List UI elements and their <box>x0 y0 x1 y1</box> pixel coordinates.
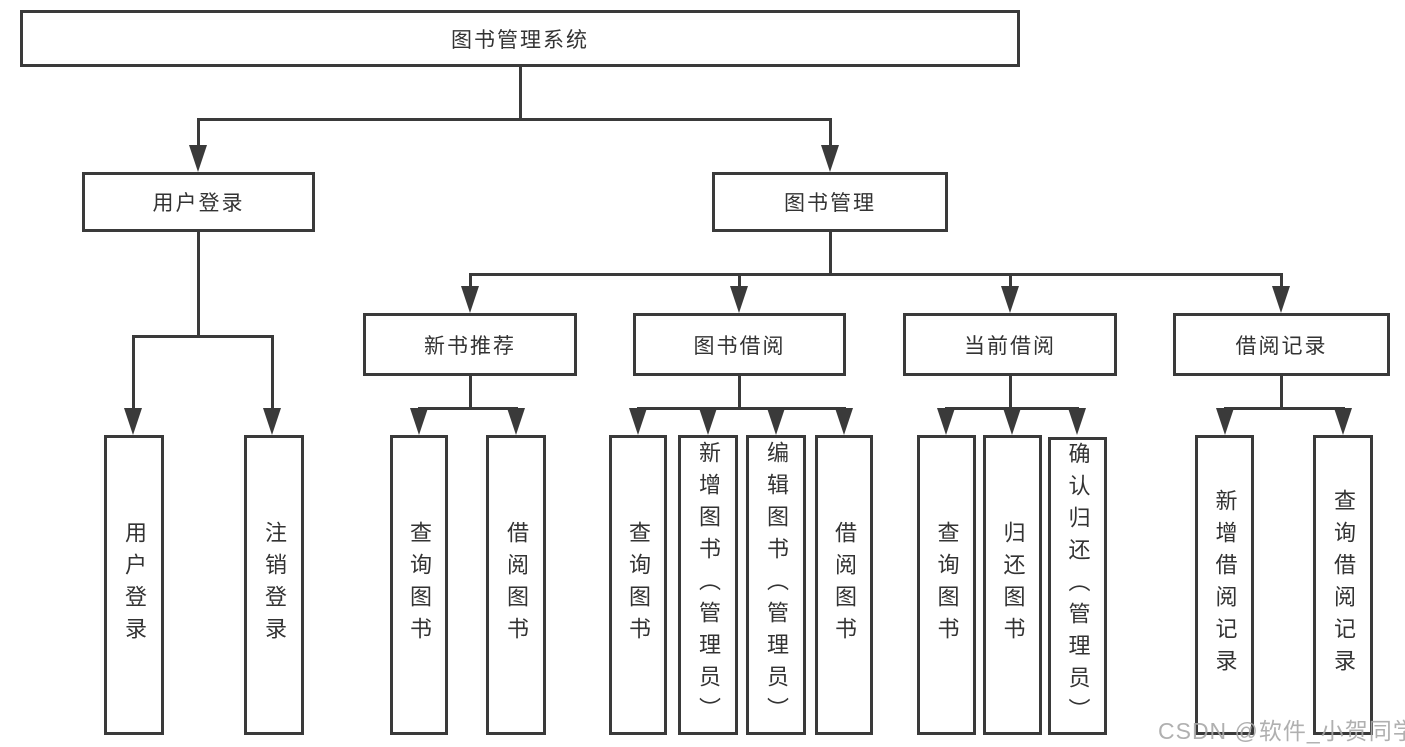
leaf-borrow-books-label: 借阅图书 <box>832 521 857 649</box>
arrow-to-borrow-records <box>1272 286 1290 313</box>
leaf-borrow-books-recommend-label: 借阅图书 <box>504 521 529 649</box>
leaf-edit-book-admin-label: 编辑图书（管理员） <box>764 441 789 729</box>
node-book-borrow: 图书借阅 <box>633 313 846 376</box>
node-root: 图书管理系统 <box>20 10 1020 67</box>
arrow-to-new-book <box>461 286 479 313</box>
node-current-borrow: 当前借阅 <box>903 313 1117 376</box>
leaf-query-books-current: 查询图书 <box>917 435 976 735</box>
arrow-to-br-leaf2 <box>1334 408 1352 435</box>
arrow-to-br-leaf1 <box>1216 408 1234 435</box>
node-book-management-label: 图书管理 <box>784 192 876 215</box>
leaf-query-borrow-record: 查询借阅记录 <box>1313 435 1373 735</box>
arrow-to-current-borrow <box>1001 286 1019 313</box>
leaf-add-book-admin: 新增图书（管理员） <box>678 435 738 735</box>
node-new-book-recommend-label: 新书推荐 <box>424 334 516 358</box>
connector-book-management-branch <box>468 273 1283 276</box>
connector-root-branch <box>196 118 832 121</box>
connector-new-book-stem <box>468 376 472 410</box>
connector-borrow-records-branch <box>1223 407 1345 410</box>
connector-current-borrow-stem <box>1008 376 1012 410</box>
leaf-query-books-current-label: 查询图书 <box>934 521 960 649</box>
node-user-login: 用户登录 <box>82 172 315 232</box>
connector-drop-leaf-logout <box>270 335 274 408</box>
leaf-user-login: 用户登录 <box>104 435 164 735</box>
arrow-to-bb-leaf4 <box>835 408 853 435</box>
connector-book-borrow-stem <box>737 376 741 410</box>
node-new-book-recommend: 新书推荐 <box>363 313 577 376</box>
leaf-add-borrow-record: 新增借阅记录 <box>1195 435 1254 735</box>
arrow-to-nb-leaf2 <box>507 408 525 435</box>
node-borrow-records: 借阅记录 <box>1173 313 1390 376</box>
node-book-borrow-label: 图书借阅 <box>693 334 786 358</box>
node-user-login-label: 用户登录 <box>152 192 245 215</box>
leaf-query-books-recommend: 查询图书 <box>390 435 448 735</box>
leaf-logout-label: 注销登录 <box>262 521 287 649</box>
connector-new-book-branch <box>417 407 518 410</box>
arrow-to-bb-leaf1 <box>629 408 647 435</box>
leaf-confirm-return-admin: 确认归还（管理员） <box>1048 437 1107 735</box>
arrow-to-cb-leaf2 <box>1003 408 1021 435</box>
node-root-label: 图书管理系统 <box>451 28 589 52</box>
connector-drop-current-borrow <box>1008 273 1012 288</box>
connector-drop-new-book <box>468 273 472 288</box>
connector-book-borrow-branch <box>636 407 846 410</box>
arrow-to-nb-leaf1 <box>410 408 428 435</box>
connector-user-login-stem <box>196 232 200 338</box>
connector-drop-book-management <box>828 118 832 148</box>
leaf-logout: 注销登录 <box>244 435 304 735</box>
connector-root-stem <box>518 67 522 118</box>
arrow-to-book-management <box>821 145 839 172</box>
arrow-to-user-login <box>189 145 207 172</box>
leaf-confirm-return-admin-label: 确认归还（管理员） <box>1065 442 1091 730</box>
leaf-add-borrow-record-label: 新增借阅记录 <box>1212 489 1238 681</box>
node-current-borrow-label: 当前借阅 <box>964 334 1056 358</box>
node-book-management: 图书管理 <box>712 172 948 232</box>
arrow-to-bb-leaf3 <box>767 408 785 435</box>
node-borrow-records-label: 借阅记录 <box>1235 334 1328 358</box>
leaf-return-book-label: 归还图书 <box>1000 521 1026 649</box>
connector-book-management-stem <box>828 232 832 276</box>
leaf-user-login-label: 用户登录 <box>122 521 147 649</box>
connector-drop-leaf-user-login <box>131 335 135 408</box>
connector-drop-book-borrow <box>737 273 741 288</box>
connector-drop-user-login <box>196 118 200 148</box>
arrow-to-book-borrow <box>730 286 748 313</box>
leaf-add-book-admin-label: 新增图书（管理员） <box>696 441 721 729</box>
arrow-to-bb-leaf2 <box>699 408 717 435</box>
leaf-return-book: 归还图书 <box>983 435 1042 735</box>
connector-borrow-records-stem <box>1279 376 1283 410</box>
connector-user-login-branch <box>131 335 274 338</box>
leaf-borrow-books: 借阅图书 <box>815 435 873 735</box>
arrow-to-leaf-user-login <box>124 408 142 435</box>
connector-drop-borrow-records <box>1279 273 1283 288</box>
arrow-to-leaf-logout <box>263 408 281 435</box>
arrow-to-cb-leaf3 <box>1068 408 1086 435</box>
leaf-query-borrow-record-label: 查询借阅记录 <box>1331 489 1356 681</box>
csdn-watermark: CSDN @软件_小贺同学 <box>1158 718 1405 744</box>
leaf-query-books-borrow-label: 查询图书 <box>626 521 651 649</box>
leaf-query-books-borrow: 查询图书 <box>609 435 667 735</box>
leaf-borrow-books-recommend: 借阅图书 <box>486 435 546 735</box>
leaf-query-books-recommend-label: 查询图书 <box>407 521 432 649</box>
arrow-to-cb-leaf1 <box>937 408 955 435</box>
leaf-edit-book-admin: 编辑图书（管理员） <box>746 435 806 735</box>
